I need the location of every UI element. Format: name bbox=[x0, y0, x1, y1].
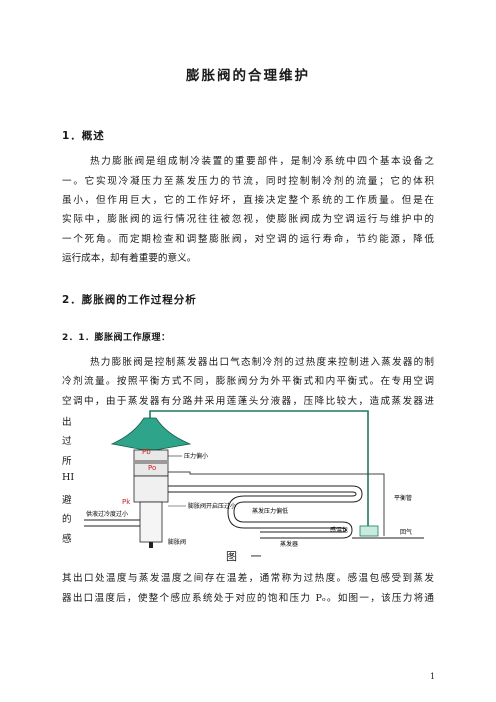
evaporator-coil bbox=[168, 485, 363, 539]
label-pressure-low: 压力偏小 bbox=[184, 452, 208, 460]
page-title: 膨胀阀的合理维护 bbox=[186, 68, 310, 84]
label-evap-pressure: 蒸发压力偏低 bbox=[252, 507, 288, 515]
side-char-3: 所 bbox=[62, 456, 72, 467]
sec2-after-line-2: 器出口温度后，使整个感应系统处于对应的饱和压力 Pₒ。如图一，该压力将通 bbox=[62, 593, 434, 604]
label-po: Po bbox=[148, 464, 156, 472]
valve-body-mid bbox=[133, 475, 169, 503]
valve-body-bottom bbox=[139, 501, 163, 543]
sec2-line-3: 空调中，由于蒸发器有分路并采用莲蓬头分液器，压降比较大，造成蒸发器进 bbox=[62, 396, 434, 407]
side-char-4: HI bbox=[62, 472, 75, 483]
sec1-line-5: 一个死角。而定期检查和调整膨胀阀，对空调的运行寿命，节约能源，降低 bbox=[62, 234, 434, 245]
figure-caption: 图 一 bbox=[226, 550, 267, 563]
side-char-2: 过 bbox=[62, 436, 72, 447]
section-2-1-heading: 2．1．膨胀阀工作原理： bbox=[62, 333, 171, 343]
page-number: 1 bbox=[430, 672, 436, 681]
balance-pipe bbox=[168, 471, 385, 536]
label-valve: 膨胀阀 bbox=[168, 538, 186, 546]
sec2-line-2: 冷剂流量。按照平衡方式不同，膨胀阀分为外平衡式和内平衡式。在专用空调 bbox=[62, 376, 434, 387]
valve-cap bbox=[110, 417, 192, 451]
label-return-gas: 回气 bbox=[400, 528, 412, 536]
evaporator-coil-inner bbox=[168, 491, 357, 533]
label-pk: Pk bbox=[122, 498, 131, 506]
sec1-line-4: 实际中，膨胀阀的运行情况往往被忽视，使膨胀阀成为空调运行与维护中的 bbox=[62, 214, 434, 225]
valve-stem bbox=[149, 542, 153, 548]
label-high-liquid: 供液过冷度过小 bbox=[86, 510, 128, 518]
expansion-valve-diagram: Pb Po Pk 压力偏小 膨胀阀开启压过小 蒸发压力偏低 供液过冷度过小 膨胀… bbox=[84, 410, 424, 548]
diaphragm bbox=[134, 460, 168, 464]
label-opening-pressure: 膨胀阀开启压过小 bbox=[188, 502, 236, 510]
section-2-heading: 2．膨胀阀的工作过程分析 bbox=[62, 294, 197, 306]
label-pb: Pb bbox=[142, 448, 151, 456]
sensing-bulb bbox=[359, 525, 379, 537]
sec1-line-2: 一。它实现冷凝压力至蒸发压力的节流，同时控制制冷剂的流量；它的体积 bbox=[62, 176, 434, 187]
side-char-6: 的 bbox=[62, 514, 72, 525]
label-evaporator: 蒸发器 bbox=[280, 540, 298, 548]
sec1-line-6: 运行成本，却有着重要的意义。 bbox=[62, 253, 197, 264]
sec2-line-1: 热力膨胀阀是控制蒸发器出口气态制冷剂的过热度来控制进入蒸发器的制 bbox=[90, 357, 434, 368]
sec1-line-3: 虽小，但作用巨大，它的工作好坏，直接决定整个系统的工作质量。但是在 bbox=[62, 195, 434, 206]
label-balance-pipe: 平衡管 bbox=[394, 494, 412, 502]
sec1-line-1: 热力膨胀阀是组成制冷装置的重要部件，是制冷系统中四个基本设备之 bbox=[90, 156, 434, 167]
side-char-5: 避 bbox=[62, 495, 72, 506]
side-char-1: 出 bbox=[62, 417, 72, 428]
sec2-after-line-1: 其出口处温度与蒸发温度之间存在温差，通常称为过热度。感温包感受到蒸发 bbox=[62, 573, 434, 584]
side-char-7: 感 bbox=[62, 534, 72, 545]
label-bulb: 感温包 bbox=[330, 526, 348, 534]
section-1-heading: 1．概述 bbox=[62, 130, 105, 142]
capillary-tube bbox=[149, 410, 369, 526]
